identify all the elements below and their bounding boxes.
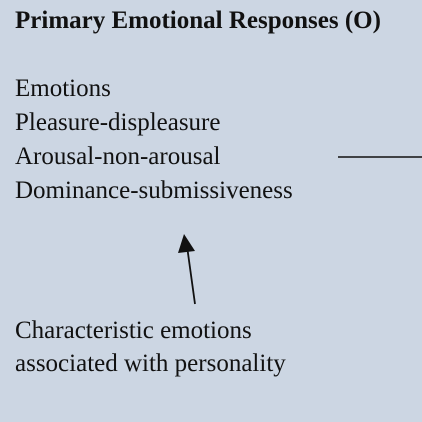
- item-emotions: Emotions: [15, 75, 111, 102]
- item-pleasure-displeasure: Pleasure-displeasure: [15, 109, 221, 136]
- upward-arrow-shaft: [186, 245, 196, 305]
- upward-arrowhead-icon: [178, 234, 195, 253]
- item-arousal-non-arousal: Arousal-non-arousal: [15, 143, 221, 170]
- item-dominance-submissiveness: Dominance-submissiveness: [15, 177, 293, 204]
- box-title: Primary Emotional Responses (O): [15, 7, 381, 34]
- note-line-2: associated with personality: [15, 350, 286, 377]
- note-line-1: Characteristic emotions: [15, 317, 252, 344]
